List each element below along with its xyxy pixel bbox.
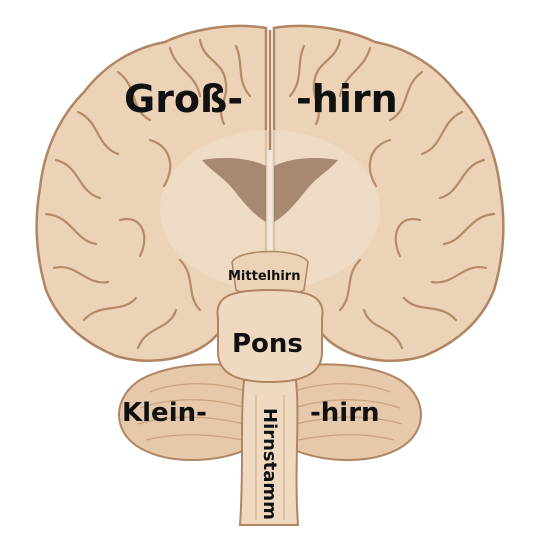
cerebellum-label-left: Klein- bbox=[122, 398, 207, 428]
cerebellum-label-right: -hirn bbox=[310, 398, 380, 428]
cerebrum-label-left: Groß- bbox=[124, 77, 244, 121]
cerebellum-folia bbox=[137, 383, 403, 441]
brainstem-label: Hirnstamm bbox=[259, 408, 280, 520]
pons bbox=[216, 288, 324, 384]
cerebrum-right-hemisphere bbox=[272, 24, 505, 362]
cerebrum-left-hemisphere bbox=[35, 24, 268, 362]
cerebrum-sulci bbox=[44, 38, 496, 350]
ventricles bbox=[202, 158, 266, 222]
midbrain-label: Mittelhirn bbox=[228, 269, 301, 284]
pons-label: Pons bbox=[232, 329, 303, 359]
cerebrum-label-right: -hirn bbox=[296, 77, 398, 121]
